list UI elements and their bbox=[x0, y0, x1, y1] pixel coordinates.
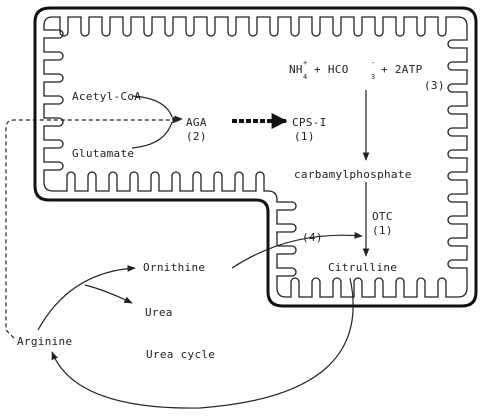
transport-number-label: (4) bbox=[302, 231, 323, 244]
aga-label: AGA bbox=[186, 116, 207, 129]
bicarbonate-subscript: 3 bbox=[371, 73, 375, 81]
glutamate-to-aga-arrow bbox=[132, 122, 172, 148]
arginine-to-ornithine-arrow bbox=[38, 268, 135, 330]
ammonium-subscript: 4 bbox=[303, 73, 307, 81]
otc-label: OTC bbox=[372, 210, 393, 223]
aga-number-label: (2) bbox=[186, 130, 207, 143]
urea-label: Urea bbox=[145, 306, 173, 319]
carbamylphosphate-label: carbamylphosphate bbox=[294, 168, 412, 181]
atp-number-label: (3) bbox=[424, 79, 445, 92]
arginine-label: Arginine bbox=[17, 335, 72, 348]
acetyl-coa-label: Acetyl-CoA bbox=[72, 90, 141, 103]
ornithine-label: Ornithine bbox=[143, 261, 205, 274]
cps-number-label: (1) bbox=[294, 130, 315, 143]
urea-branch-arrow bbox=[85, 285, 132, 303]
ammonium-label: NH bbox=[289, 63, 303, 76]
atp-label: + 2ATP bbox=[381, 63, 423, 76]
cps-label: CPS-I bbox=[292, 116, 327, 129]
glutamate-label: Glutamate bbox=[72, 147, 134, 160]
urea-cycle-label: Urea cycle bbox=[146, 348, 215, 361]
ammonium-charge: + bbox=[303, 59, 307, 67]
citrulline-label: Citrulline bbox=[328, 261, 397, 274]
otc-number-label: (1) bbox=[372, 224, 393, 237]
bicarbonate-charge: - bbox=[371, 59, 375, 67]
bicarbonate-label: + HCO bbox=[314, 63, 349, 76]
